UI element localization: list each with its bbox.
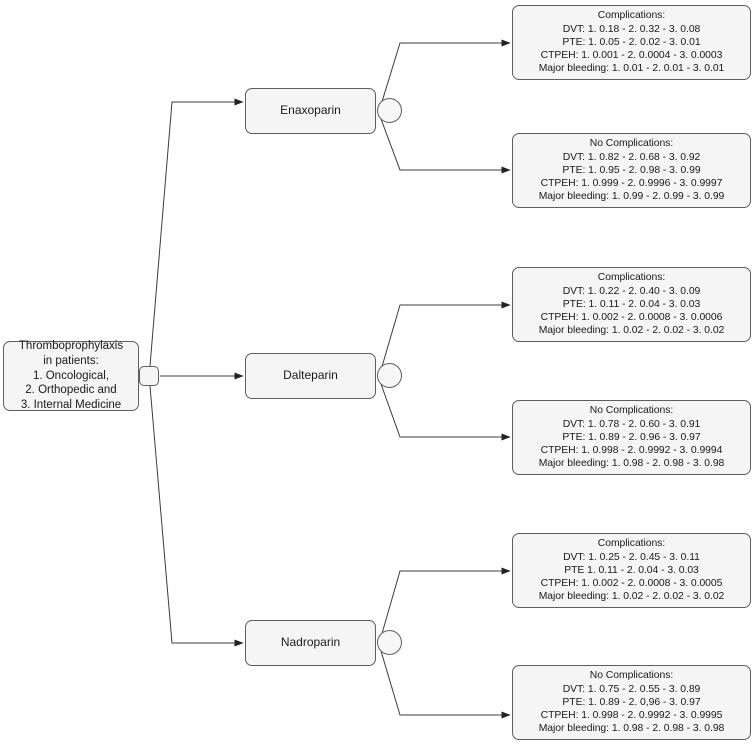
outcome-row-ctpeh: CTPEH: 1. 0.002 - 2. 0.0008 - 3. 0.0006 bbox=[540, 312, 723, 324]
root-node-thromboprophylaxis[interactable]: Thromboprophylaxis in patients: 1. Oncol… bbox=[3, 339, 139, 413]
drug-node-enaxoparin-label: Enaxoparin bbox=[280, 103, 341, 118]
outcome-node-enaxoparin-complications[interactable]: Complications: DVT: 1. 0.18 - 2. 0.32 - … bbox=[512, 5, 751, 80]
outcome-row-pte: PTE: 1. 0.89 - 2. 0.96 - 3. 0.97 bbox=[562, 431, 701, 443]
outcome-row-pte: PTE: 1. 0.89 - 2. 0,96 - 3. 0.97 bbox=[562, 696, 701, 708]
outcome-row-dvt: DVT: 1. 0.18 - 2. 0.32 - 3. 0.08 bbox=[562, 23, 701, 35]
outcome-row-major-bleeding: Major bleeding: 1. 0.02 - 2. 0.02 - 3. 0… bbox=[538, 591, 725, 603]
chance-node-dalteparin[interactable] bbox=[377, 363, 402, 388]
outcome-row-ctpeh: CTPEH: 1. 0.998 - 2. 0.9992 - 3. 0.9995 bbox=[540, 710, 723, 722]
chance-node-nadroparin[interactable] bbox=[377, 630, 402, 655]
edge-decision-to-enaxoparin bbox=[149, 98, 244, 367]
outcome-row-ctpeh: CTPEH: 1. 0.999 - 2. 0.9996 - 3. 0.9997 bbox=[540, 178, 723, 190]
outcome-row-pte: PTE: 1. 0.95 - 2. 0.98 - 3. 0.99 bbox=[562, 164, 701, 176]
root-line-5: 3. Internal Medicine bbox=[20, 399, 122, 412]
outcome-title: No Complications: bbox=[589, 670, 674, 682]
outcome-node-nadroparin-no-complications[interactable]: No Complications: DVT: 1. 0.75 - 2. 0.55… bbox=[512, 665, 751, 740]
edge-enaxoparin-to-complications bbox=[380, 39, 511, 106]
edge-dalteparin-to-no-complications bbox=[380, 383, 511, 441]
drug-node-enaxoparin[interactable]: Enaxoparin bbox=[245, 88, 376, 134]
edge-decision-to-nadroparin bbox=[149, 385, 244, 647]
outcome-title: Complications: bbox=[597, 272, 666, 284]
edge-nadroparin-to-complications bbox=[380, 567, 511, 638]
root-line-4: 2. Orthopedic and bbox=[25, 384, 117, 397]
drug-node-dalteparin-label: Dalteparin bbox=[283, 368, 338, 383]
outcome-row-pte: PTE: 1. 0.05 - 2. 0.02 - 3. 0.01 bbox=[562, 36, 701, 48]
outcome-title: No Complications: bbox=[589, 405, 674, 417]
outcome-row-ctpeh: CTPEH: 1. 0.001 - 2. 0.0004 - 3. 0.0003 bbox=[540, 50, 723, 62]
root-node-label: Thromboprophylaxis in patients: 1. Oncol… bbox=[7, 339, 135, 413]
chance-node-enaxoparin[interactable] bbox=[377, 98, 402, 123]
outcome-row-major-bleeding: Major bleeding: 1. 0.98 - 2. 0.98 - 3. 0… bbox=[538, 723, 725, 735]
outcome-row-dvt: DVT: 1. 0.25 - 2. 0.45 - 3. 0.11 bbox=[563, 551, 700, 563]
outcome-title: Complications: bbox=[597, 10, 666, 22]
outcome-row-pte: PTE 1. 0.11 - 2. 0.04 - 3. 0.03 bbox=[564, 564, 699, 576]
edge-enaxoparin-to-no-complications bbox=[380, 118, 511, 174]
outcome-row-dvt: DVT: 1. 0.78 - 2. 0.60 - 3. 0.91 bbox=[562, 418, 701, 430]
outcome-body: Complications: DVT: 1. 0.25 - 2. 0.45 - … bbox=[518, 537, 745, 604]
decision-node[interactable] bbox=[139, 366, 159, 386]
drug-node-nadroparin-label: Nadroparin bbox=[280, 635, 341, 650]
outcome-node-dalteparin-no-complications[interactable]: No Complications: DVT: 1. 0.78 - 2. 0.60… bbox=[512, 400, 751, 475]
outcome-body: Complications: DVT: 1. 0.18 - 2. 0.32 - … bbox=[518, 9, 745, 76]
root-line-2: in patients: bbox=[43, 354, 99, 367]
outcome-row-dvt: DVT: 1. 0.82 - 2. 0.68 - 3. 0.92 bbox=[562, 151, 701, 163]
outcome-row-dvt: DVT: 1. 0.22 - 2. 0.40 - 3. 0.09 bbox=[562, 285, 701, 297]
outcome-row-major-bleeding: Major bleeding: 1. 0.02 - 2. 0.02 - 3. 0… bbox=[538, 325, 725, 337]
edge-dalteparin-to-complications bbox=[380, 301, 511, 371]
edge-nadroparin-to-no-complications bbox=[380, 650, 511, 719]
root-line-3: 1. Oncological, bbox=[32, 369, 110, 382]
outcome-body: No Complications: DVT: 1. 0.78 - 2. 0.60… bbox=[518, 404, 745, 471]
root-line-1: Thromboprophylaxis bbox=[18, 340, 124, 353]
outcome-node-enaxoparin-no-complications[interactable]: No Complications: DVT: 1. 0.82 - 2. 0.68… bbox=[512, 133, 751, 208]
outcome-node-nadroparin-complications[interactable]: Complications: DVT: 1. 0.25 - 2. 0.45 - … bbox=[512, 533, 751, 608]
outcome-row-ctpeh: CTPEH: 1. 0.998 - 2. 0.9992 - 3. 0.9994 bbox=[540, 445, 723, 457]
outcome-row-major-bleeding: Major bleeding: 1. 0.01 - 2. 0.01 - 3. 0… bbox=[538, 63, 725, 75]
outcome-body: No Complications: DVT: 1. 0.82 - 2. 0.68… bbox=[518, 137, 745, 204]
outcome-body: No Complications: DVT: 1. 0.75 - 2. 0.55… bbox=[518, 669, 745, 736]
outcome-title: No Complications: bbox=[589, 138, 674, 150]
outcome-row-major-bleeding: Major bleeding: 1. 0.98 - 2. 0.98 - 3. 0… bbox=[538, 458, 725, 470]
drug-node-nadroparin[interactable]: Nadroparin bbox=[245, 620, 376, 666]
drug-node-dalteparin[interactable]: Dalteparin bbox=[245, 353, 376, 399]
outcome-node-dalteparin-complications[interactable]: Complications: DVT: 1. 0.22 - 2. 0.40 - … bbox=[512, 267, 751, 342]
outcome-row-ctpeh: CTPEH: 1. 0.002 - 2. 0.0008 - 3. 0.0005 bbox=[540, 578, 723, 590]
outcome-row-pte: PTE: 1. 0.11 - 2. 0.04 - 3. 0.03 bbox=[562, 298, 701, 310]
outcome-row-dvt: DVT: 1. 0.75 - 2. 0.55 - 3. 0.89 bbox=[562, 683, 701, 695]
outcome-body: Complications: DVT: 1. 0.22 - 2. 0.40 - … bbox=[518, 271, 745, 338]
outcome-title: Complications: bbox=[597, 538, 666, 550]
outcome-row-major-bleeding: Major bleeding: 1. 0.99 - 2. 0.99 - 3. 0… bbox=[538, 191, 725, 203]
